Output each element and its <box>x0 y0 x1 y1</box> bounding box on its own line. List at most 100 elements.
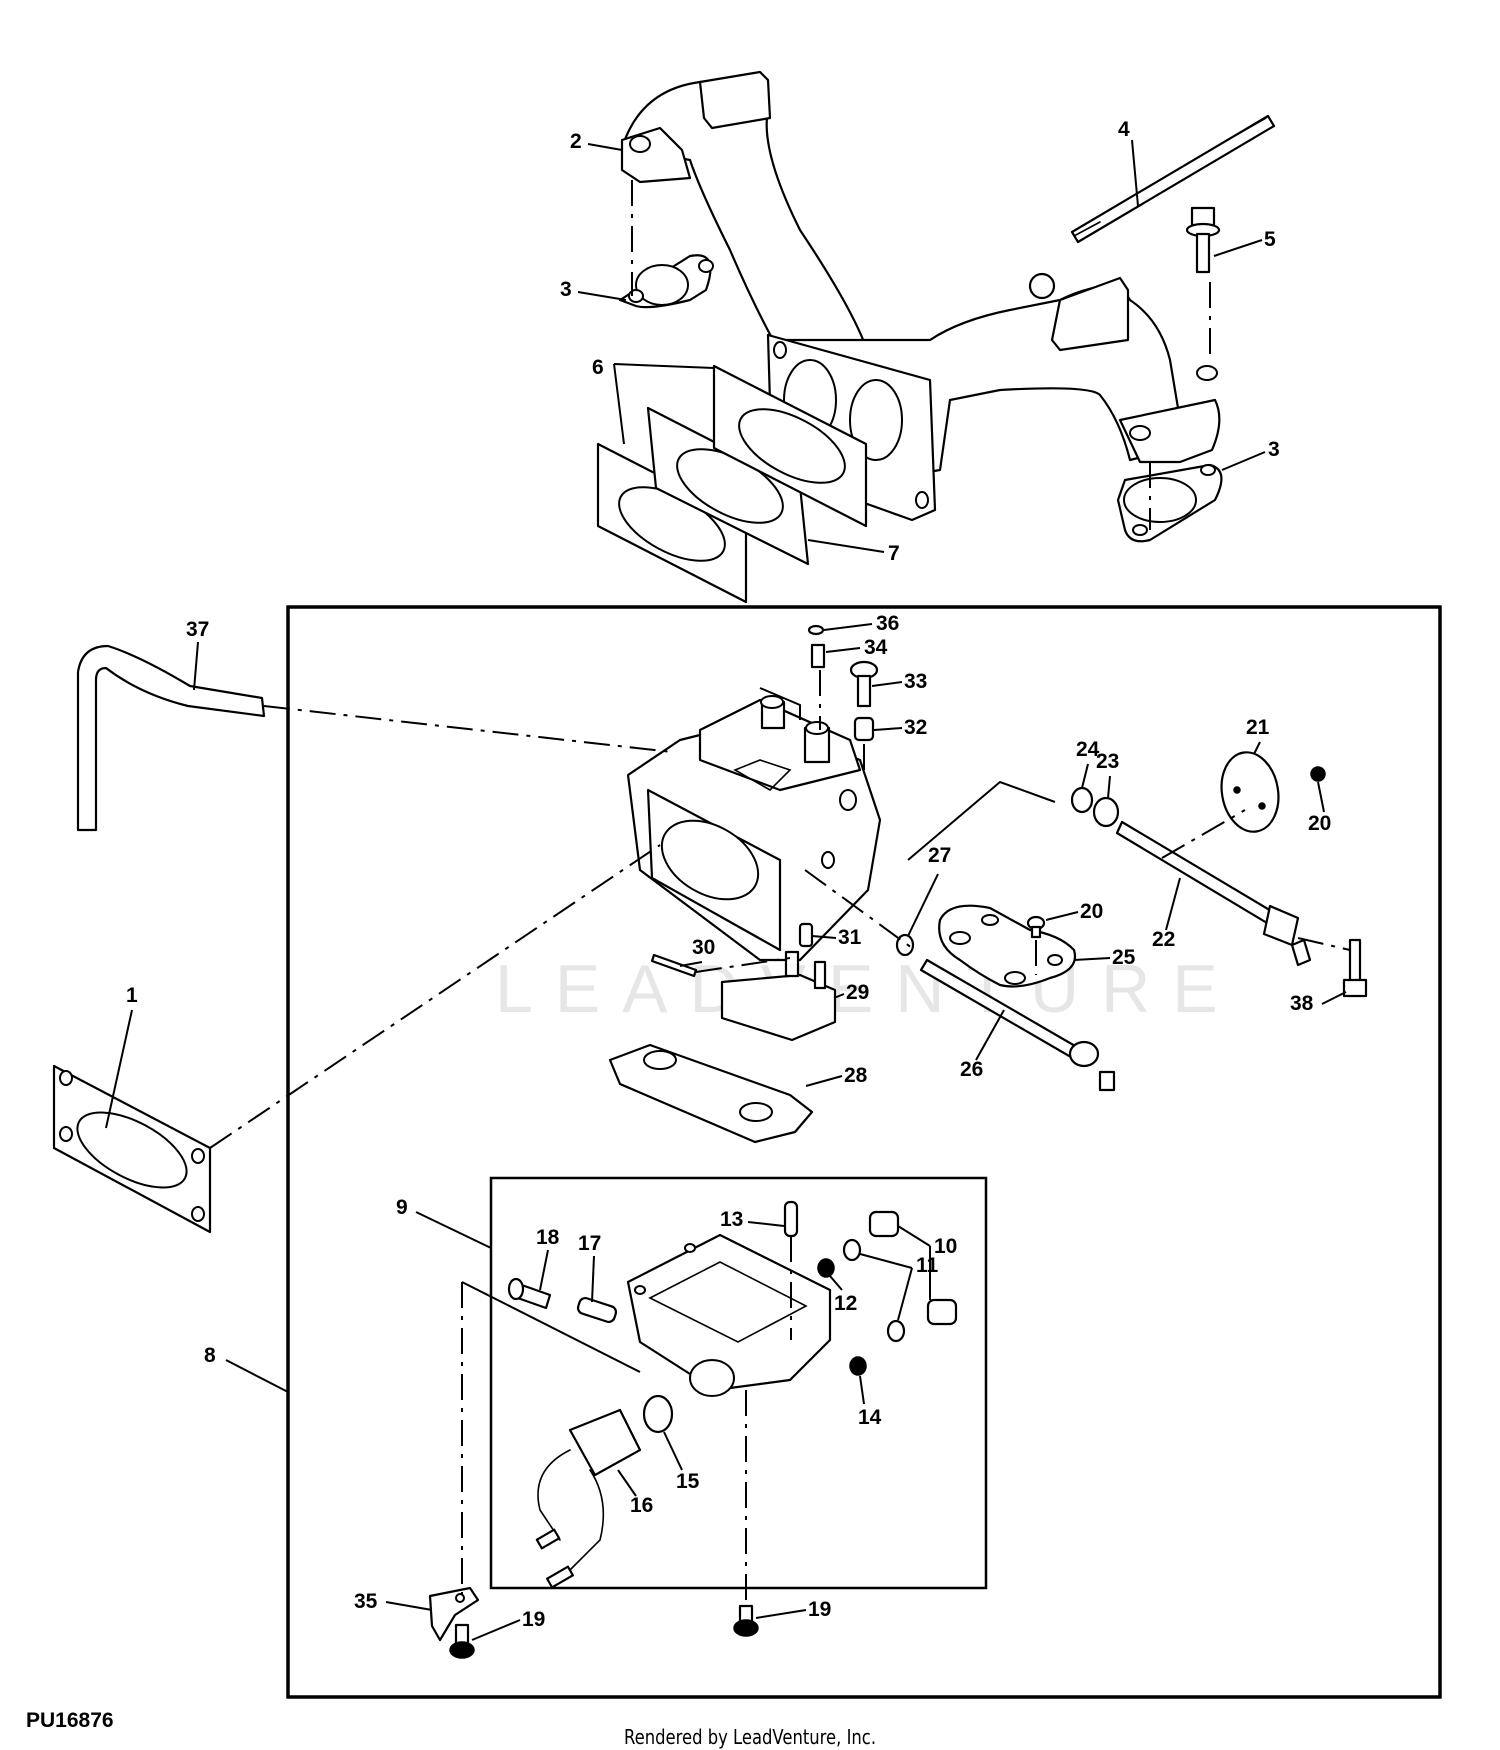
callout-label[interactable]: 27 <box>928 844 951 867</box>
callout-label[interactable]: 18 <box>536 1226 560 1249</box>
callout-c11: 11 <box>859 1253 939 1321</box>
leader-line <box>811 935 837 939</box>
callout-label[interactable]: 13 <box>720 1208 743 1231</box>
callout-label[interactable]: 31 <box>838 926 862 949</box>
spring-17[interactable] <box>576 1296 618 1324</box>
leader-line <box>1081 763 1089 789</box>
seal-27[interactable] <box>895 933 915 957</box>
screw-33[interactable] <box>849 660 879 708</box>
callout-c2: 2 <box>570 130 623 153</box>
leader-line <box>577 291 627 301</box>
plug-10a[interactable] <box>868 1210 900 1238</box>
callout-label[interactable]: 29 <box>846 981 869 1004</box>
manifold-gasket-left[interactable] <box>618 254 714 309</box>
callout-label[interactable]: 28 <box>844 1064 868 1087</box>
choke-shaft[interactable] <box>1115 820 1312 967</box>
callout-label[interactable]: 4 <box>1118 118 1130 141</box>
callout-label[interactable]: 17 <box>578 1232 601 1255</box>
float-bowl-gasket[interactable] <box>608 1043 814 1144</box>
callout-label[interactable]: 21 <box>1246 716 1270 739</box>
callout-label[interactable]: 16 <box>630 1494 653 1517</box>
callout-label[interactable]: 23 <box>1096 750 1119 773</box>
manifold-gasket-right[interactable] <box>1116 463 1223 543</box>
screw-19-right[interactable] <box>733 1604 759 1637</box>
drain-screw-13[interactable] <box>783 1200 799 1238</box>
washer-11a[interactable] <box>842 1238 862 1262</box>
callout-label[interactable]: 25 <box>1112 946 1136 969</box>
callout-label[interactable]: 20 <box>1308 812 1331 835</box>
callout-label[interactable]: 20 <box>1080 900 1103 923</box>
inlet-needle[interactable] <box>798 922 814 948</box>
carburetor-body[interactable] <box>626 695 882 962</box>
callout-label[interactable]: 6 <box>592 356 604 379</box>
callout-label[interactable]: 7 <box>888 542 900 565</box>
callout-label[interactable]: 3 <box>1268 438 1280 461</box>
plug-10b[interactable] <box>926 1298 958 1326</box>
callout-c22: 22 <box>1152 877 1181 951</box>
callout-c8: 8 <box>204 1344 289 1393</box>
callout-label[interactable]: 3 <box>560 278 572 301</box>
stud[interactable] <box>1070 114 1276 244</box>
callout-label[interactable]: 37 <box>186 618 209 641</box>
callout-label[interactable]: 33 <box>904 670 927 693</box>
flange-bolt[interactable] <box>1185 206 1221 274</box>
callout-label[interactable]: 38 <box>1290 992 1314 1015</box>
callout-label[interactable]: 36 <box>876 612 899 635</box>
bolt-18[interactable] <box>507 1277 552 1310</box>
callout-c18: 18 <box>536 1226 560 1291</box>
callout-label[interactable]: 15 <box>676 1470 700 1493</box>
carburetor-gasket[interactable] <box>52 1064 212 1234</box>
callout-c14: 14 <box>858 1375 882 1429</box>
callout-label[interactable]: 1 <box>126 984 138 1007</box>
leader-line <box>193 641 199 691</box>
float-bowl[interactable] <box>626 1233 832 1397</box>
fuel-solenoid[interactable] <box>535 1408 642 1589</box>
throttle-plate[interactable] <box>938 904 1077 988</box>
callout-label[interactable]: 30 <box>692 936 715 959</box>
gasket-rear[interactable] <box>712 364 868 528</box>
callout-label[interactable]: 5 <box>1264 228 1276 251</box>
o-ring-15[interactable] <box>642 1394 674 1434</box>
throttle-screw[interactable] <box>1026 915 1046 939</box>
leader-line <box>613 363 625 445</box>
washer-11b[interactable] <box>886 1319 906 1343</box>
callout-c19a: 19 <box>471 1608 545 1641</box>
jet-12[interactable] <box>817 1258 835 1278</box>
callout-c20b: 20 <box>1308 781 1331 835</box>
choke-screw[interactable] <box>1310 766 1326 782</box>
pilot-jet-34[interactable] <box>810 643 826 669</box>
screw-19-left[interactable] <box>449 1623 475 1659</box>
callout-label[interactable]: 8 <box>204 1344 216 1367</box>
washer-36[interactable] <box>807 624 825 636</box>
callout-c12: 12 <box>829 1275 857 1315</box>
callout-label[interactable]: 19 <box>522 1608 545 1631</box>
leader-line <box>1317 781 1325 813</box>
callout-label[interactable]: 19 <box>808 1598 831 1621</box>
callout-label[interactable]: 32 <box>904 716 927 739</box>
callout-label[interactable]: 34 <box>864 636 888 659</box>
spring-32[interactable] <box>853 716 875 742</box>
callout-label[interactable]: 12 <box>834 1292 857 1315</box>
callout-label[interactable]: 9 <box>396 1196 408 1219</box>
callout-label[interactable]: 11 <box>916 1254 939 1277</box>
jet-14[interactable] <box>849 1356 867 1376</box>
callout-label[interactable]: 10 <box>934 1235 957 1258</box>
choke-link[interactable] <box>1342 938 1368 998</box>
throttle-shaft[interactable] <box>919 958 1116 1092</box>
choke-plate[interactable] <box>1215 748 1284 837</box>
vent-hose[interactable] <box>76 644 266 832</box>
float[interactable] <box>720 950 837 1042</box>
callout-label[interactable]: 26 <box>960 1058 983 1081</box>
leader-line <box>825 647 861 653</box>
callout-label[interactable]: 2 <box>570 130 582 153</box>
callout-label[interactable]: 14 <box>858 1406 882 1429</box>
callout-label[interactable]: 22 <box>1152 928 1175 951</box>
seal-24[interactable] <box>1070 786 1094 814</box>
callout-label[interactable]: 35 <box>354 1590 378 1613</box>
callout-c38: 38 <box>1290 991 1347 1015</box>
callout-label[interactable]: 24 <box>1076 738 1100 761</box>
collar-23[interactable] <box>1092 796 1120 828</box>
carburetor-assembly-frame <box>286 605 1442 1699</box>
leader-line <box>539 1249 549 1291</box>
bracket[interactable] <box>428 1586 480 1642</box>
